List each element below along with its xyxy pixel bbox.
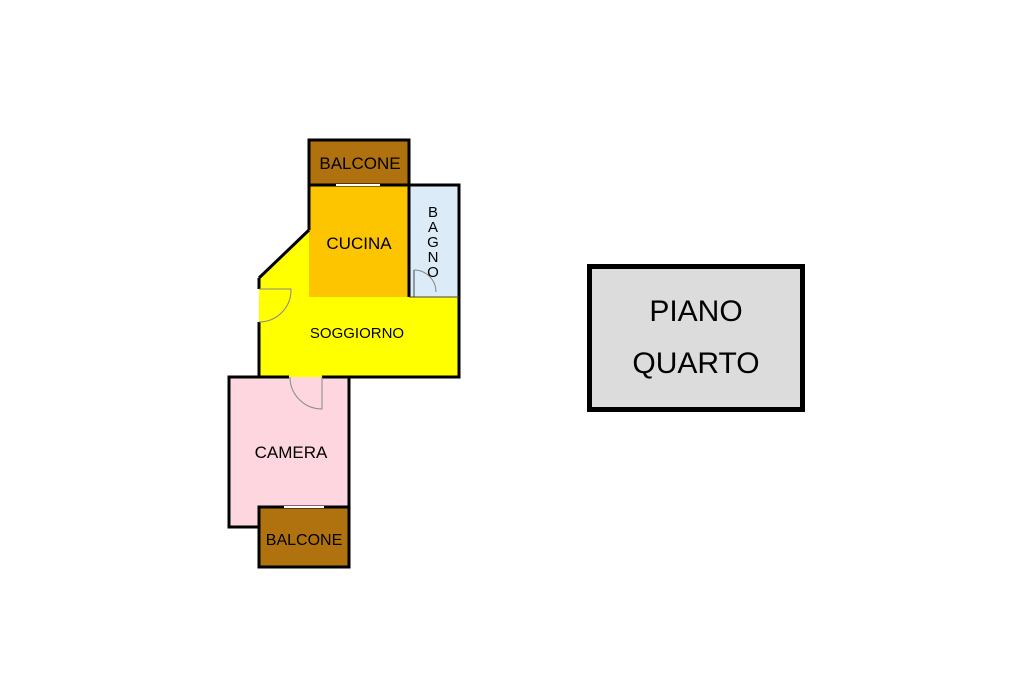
room-camera [229,377,349,527]
room-balcone-bottom [259,507,349,567]
label-soggiorno: SOGGIORNO [310,325,404,342]
floor-title-line1: PIANO [649,295,743,328]
label-balcone-top: BALCONE [319,154,400,173]
room-balcone-top [309,140,409,185]
room-bagno [409,185,459,297]
door-swings [258,269,437,410]
partitions [284,184,459,508]
room-cucina [309,185,409,297]
label-camera: CAMERA [255,443,328,462]
entrance-door-swing [258,288,292,323]
camera-door-swing [289,376,323,410]
bagno-door-swing [413,269,437,293]
floor-indicator-box: PIANO QUARTO [587,264,805,412]
label-cucina: CUCINA [326,234,392,253]
label-balcone-bottom: BALCONE [266,532,342,549]
floor-title-line2: QUARTO [632,347,760,380]
